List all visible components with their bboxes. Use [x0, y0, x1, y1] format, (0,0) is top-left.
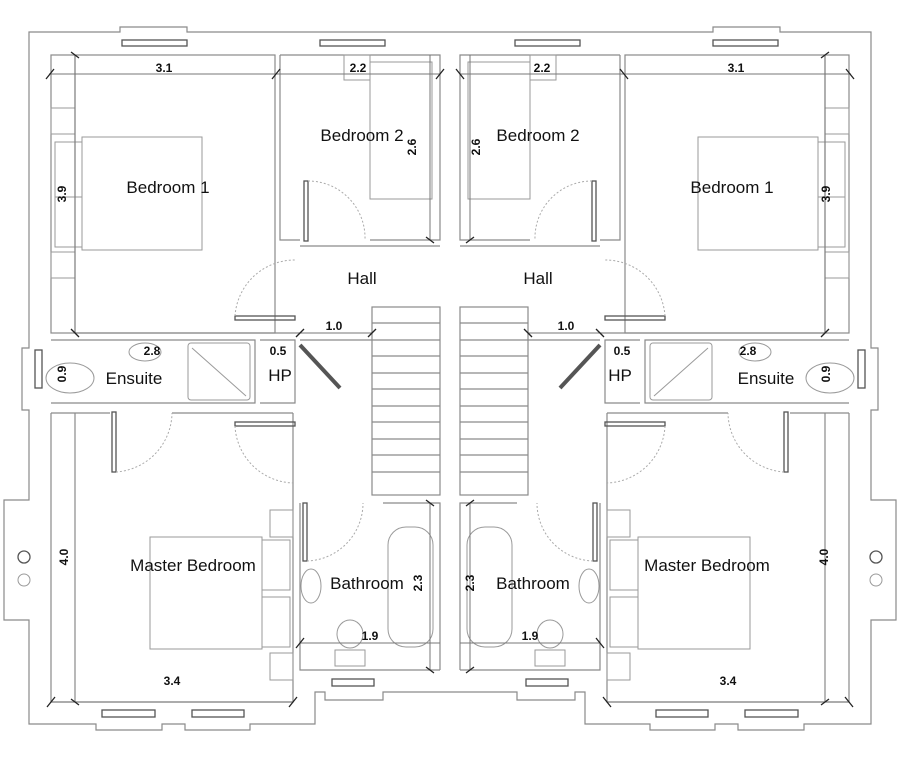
left-dimension-bathroom_width: 1.9	[362, 629, 379, 643]
left-room-label-hall: Hall	[347, 269, 376, 288]
left-dimension-bedroom1_width: 3.1	[156, 61, 173, 75]
right-dimension-master_depth: 4.0	[817, 548, 831, 565]
right-dimension-master_width: 3.4	[720, 674, 737, 688]
left-dimension-bedroom1_depth: 3.9	[55, 185, 69, 202]
left-room-label-ensuite: Ensuite	[106, 369, 163, 388]
left-dimension-ensuite_depth: 0.9	[55, 365, 69, 382]
left-room-label-bedroom1: Bedroom 1	[126, 178, 209, 197]
left-dimension-hp_width: 0.5	[270, 344, 287, 358]
left-dimension-master_depth: 4.0	[57, 548, 71, 565]
right-room-label-bedroom1: Bedroom 1	[690, 178, 773, 197]
right-dimension-hall_width: 1.0	[558, 319, 575, 333]
right-room-label-hp: HP	[608, 366, 632, 385]
right-room-label-bedroom2: Bedroom 2	[496, 126, 579, 145]
left-dimension-bathroom_depth: 2.3	[411, 574, 425, 591]
left-room-label-hp: HP	[268, 366, 292, 385]
right-dimension-ensuite_depth: 0.9	[819, 365, 833, 382]
right-dimension-hp_width: 0.5	[614, 344, 631, 358]
right-room-label-bathroom: Bathroom	[496, 574, 570, 593]
right-room-label-hall: Hall	[523, 269, 552, 288]
left-room-label-bedroom2: Bedroom 2	[320, 126, 403, 145]
left-dimension-ensuite_width: 2.8	[144, 344, 161, 358]
left-dimension-bedroom2_depth: 2.6	[405, 138, 419, 155]
right-dimension-bedroom1_depth: 3.9	[819, 185, 833, 202]
right-dimension-ensuite_width: 2.8	[740, 344, 757, 358]
right-dimension-bedroom1_width: 3.1	[728, 61, 745, 75]
right-dimension-bedroom2_width: 2.2	[534, 61, 551, 75]
right-room-label-ensuite: Ensuite	[738, 369, 795, 388]
right-room-label-master: Master Bedroom	[644, 556, 770, 575]
right-dimension-bathroom_width: 1.9	[522, 629, 539, 643]
left-room-label-master: Master Bedroom	[130, 556, 256, 575]
left-room-label-bathroom: Bathroom	[330, 574, 404, 593]
right-dimension-bedroom2_depth: 2.6	[469, 138, 483, 155]
left-dimension-hall_width: 1.0	[326, 319, 343, 333]
left-dimension-bedroom2_width: 2.2	[350, 61, 367, 75]
left-dimension-master_width: 3.4	[164, 674, 181, 688]
right-dimension-bathroom_depth: 2.3	[463, 574, 477, 591]
